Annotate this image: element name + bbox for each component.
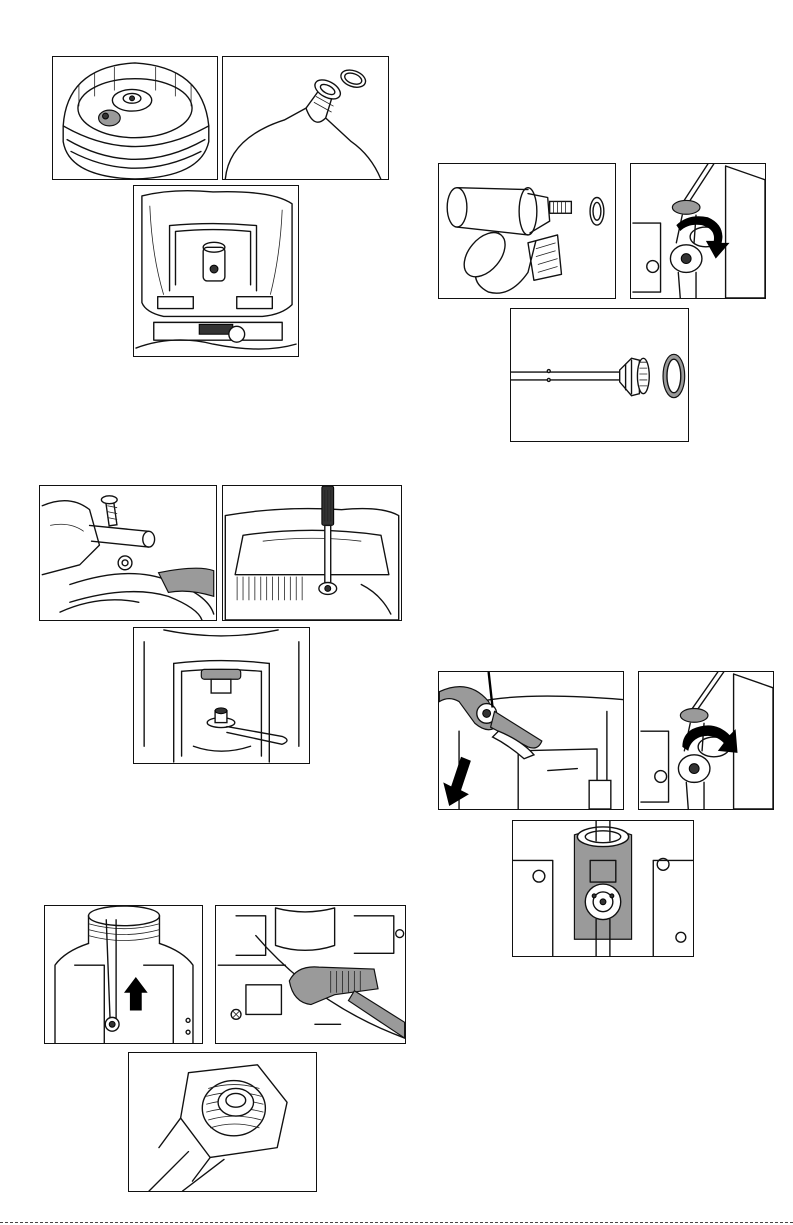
figure-valve-assembly — [512, 820, 694, 957]
figure-bottle-neck-gasket — [222, 56, 389, 180]
figure-cart-frame-installed — [133, 185, 299, 357]
figure-valve-rotate-2 — [638, 671, 774, 810]
figure-tank-lift — [44, 905, 203, 1044]
figure-pickup-tube — [510, 308, 689, 442]
figure-cap-with-valve — [52, 56, 218, 180]
bottle-cap-icon — [53, 57, 217, 179]
pickup-tube-icon — [511, 309, 688, 441]
fitting-icon — [129, 1053, 316, 1191]
page-bottom-rule — [0, 1222, 793, 1223]
valve-rotate-icon — [639, 672, 773, 809]
tank-lift-icon — [45, 906, 202, 1043]
hose-bolt-icon — [40, 486, 216, 620]
figure-hose-bolt — [39, 485, 217, 621]
filter-housing-icon — [439, 164, 615, 298]
figure-pliers-pull — [438, 671, 624, 810]
figure-bracket-clip — [133, 627, 310, 764]
figure-filter-housing — [438, 163, 616, 299]
pliers-icon — [439, 672, 623, 809]
screwdriver-icon — [223, 486, 401, 620]
bracket-clip-icon — [134, 628, 309, 763]
bottle-neck-icon — [223, 57, 388, 179]
cart-frame-icon — [134, 186, 298, 356]
figure-screwdriver-deck — [222, 485, 402, 621]
wrench-icon — [216, 906, 405, 1043]
valve-rotate-icon — [631, 164, 765, 298]
down-arrow-icon — [443, 757, 471, 806]
radiator-fins — [237, 577, 302, 601]
rotate-arrow-icon — [682, 725, 737, 752]
figure-wrench — [215, 905, 406, 1044]
figure-valve-rotate — [630, 163, 766, 299]
figure-fitting-closeup — [128, 1052, 317, 1192]
valve-assembly-icon — [513, 821, 693, 956]
up-arrow-icon — [124, 977, 148, 1011]
